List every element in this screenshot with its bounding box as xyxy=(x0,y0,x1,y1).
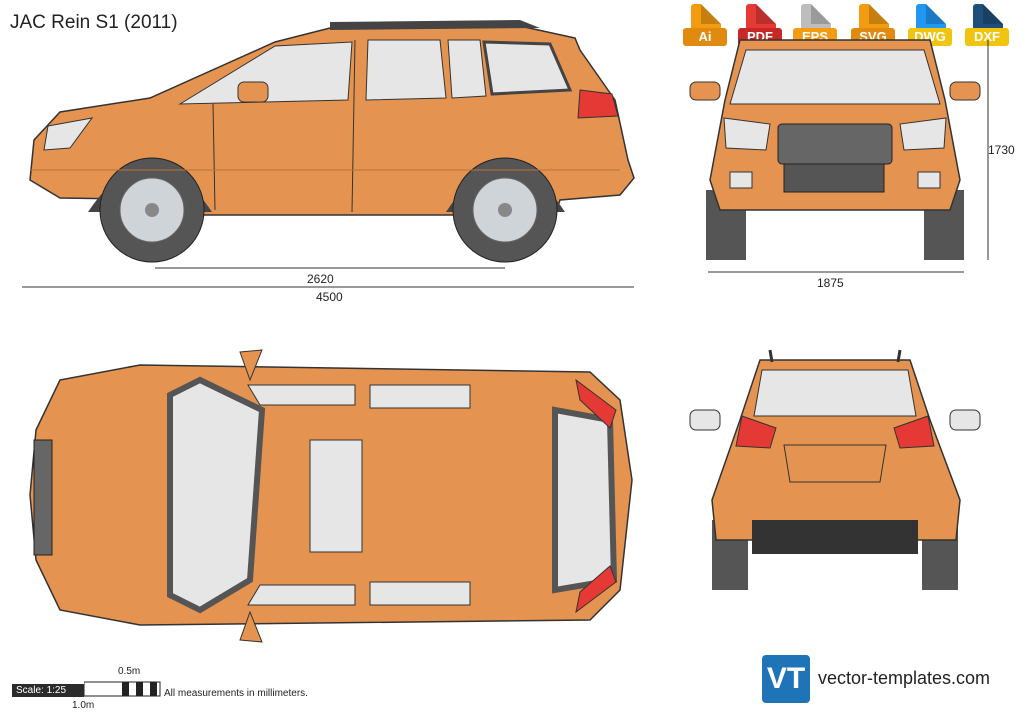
vector-templates-logo[interactable]: VT xyxy=(762,655,810,703)
scale-bar xyxy=(84,681,161,697)
top-view xyxy=(29,349,633,643)
front-view xyxy=(689,39,981,260)
site-link[interactable]: vector-templates.com xyxy=(818,668,991,688)
rear-view xyxy=(689,349,981,590)
dxf-format-label: DXF xyxy=(965,28,1009,46)
measurement-note: All measurements in millimeters. xyxy=(164,688,308,699)
one-meter-label: 1.0m xyxy=(72,700,95,711)
page-title: JAC Rein S1 (2011) xyxy=(10,12,178,33)
ai-format-icon[interactable]: Ai xyxy=(683,4,727,50)
ai-format-label: Ai xyxy=(683,28,727,46)
side-view xyxy=(29,20,635,263)
half-meter-label: 0.5m xyxy=(118,666,141,677)
wheelbase-label: 2620 xyxy=(307,272,334,286)
length-label: 4500 xyxy=(316,290,343,304)
scale-label: Scale: 1:25 xyxy=(12,684,84,697)
width-label: 1875 xyxy=(817,276,844,290)
height-label: 1730 xyxy=(988,143,1015,157)
dxf-format-icon[interactable]: DXF xyxy=(965,4,1009,50)
